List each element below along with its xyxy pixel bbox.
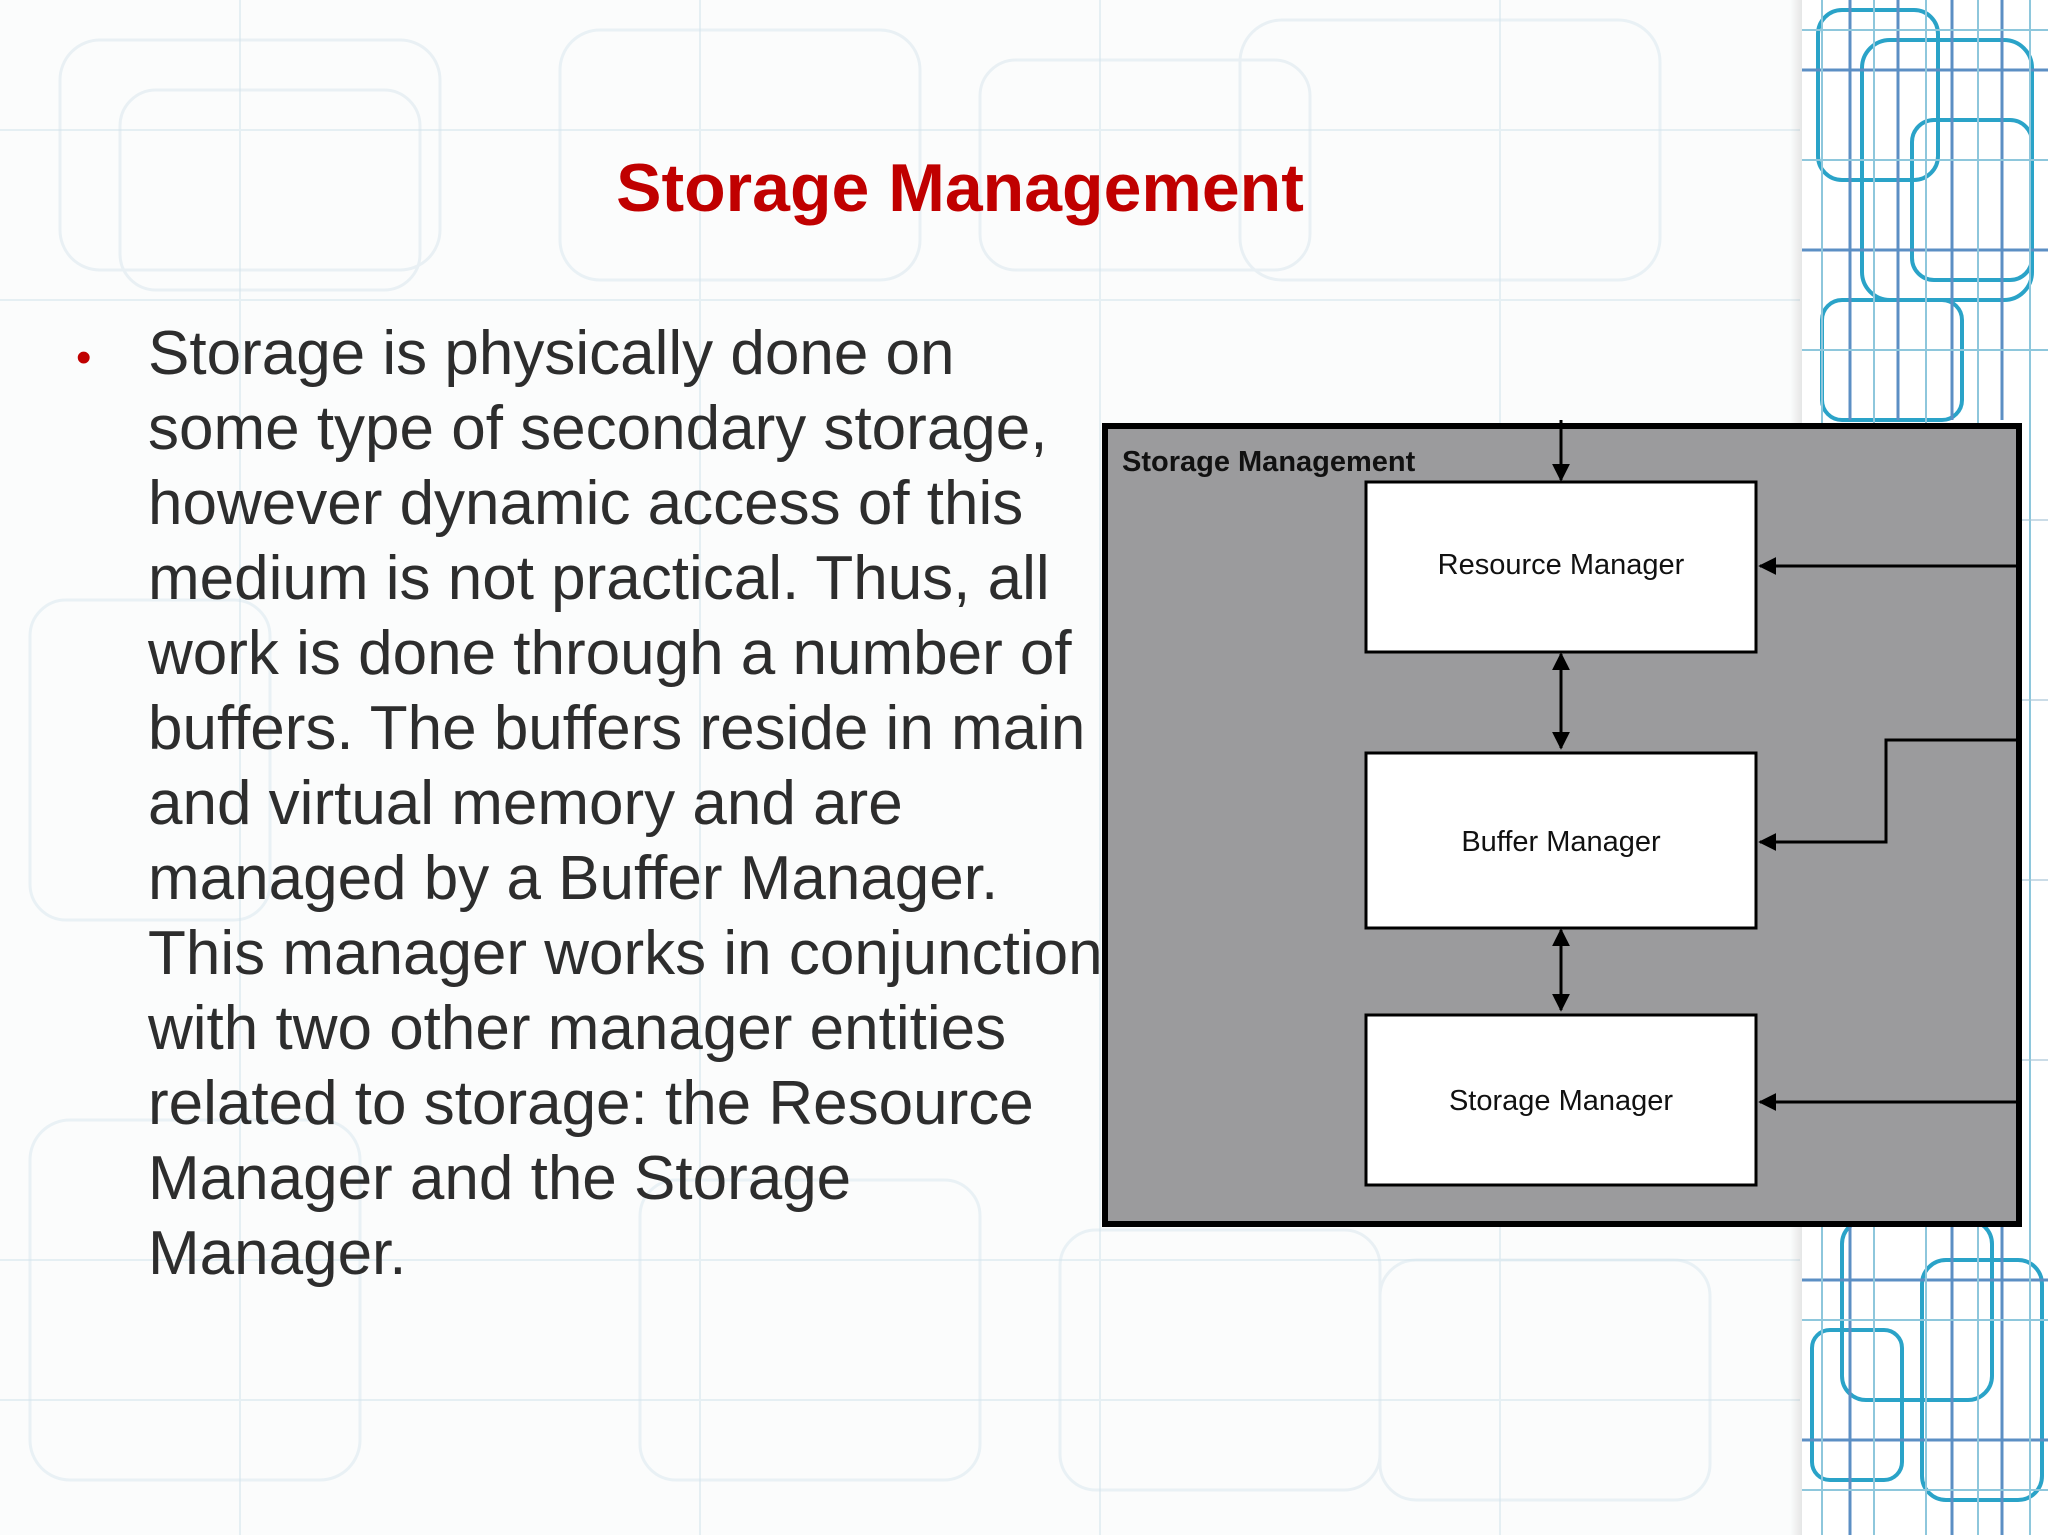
resource-manager-box <box>1364 480 1758 654</box>
storage-manager-box <box>1364 1013 1758 1187</box>
storage-management-diagram: Storage Management Resource Manager Buff… <box>1102 420 2022 1227</box>
resource-manager-label: Resource Manager <box>1438 549 1685 581</box>
bullet-marker: • <box>76 333 92 382</box>
buffer-manager-box <box>1364 751 1758 930</box>
diagram-container-label: Storage Management <box>1122 446 1416 478</box>
buffer-manager-label: Buffer Manager <box>1461 826 1661 858</box>
storage-manager-label: Storage Manager <box>1449 1085 1673 1117</box>
bullet-text: Storage is physically done on some type … <box>148 319 1103 1288</box>
slide-title: Storage Management <box>616 150 1304 226</box>
arrow-right-to-buffer <box>1758 738 2022 851</box>
